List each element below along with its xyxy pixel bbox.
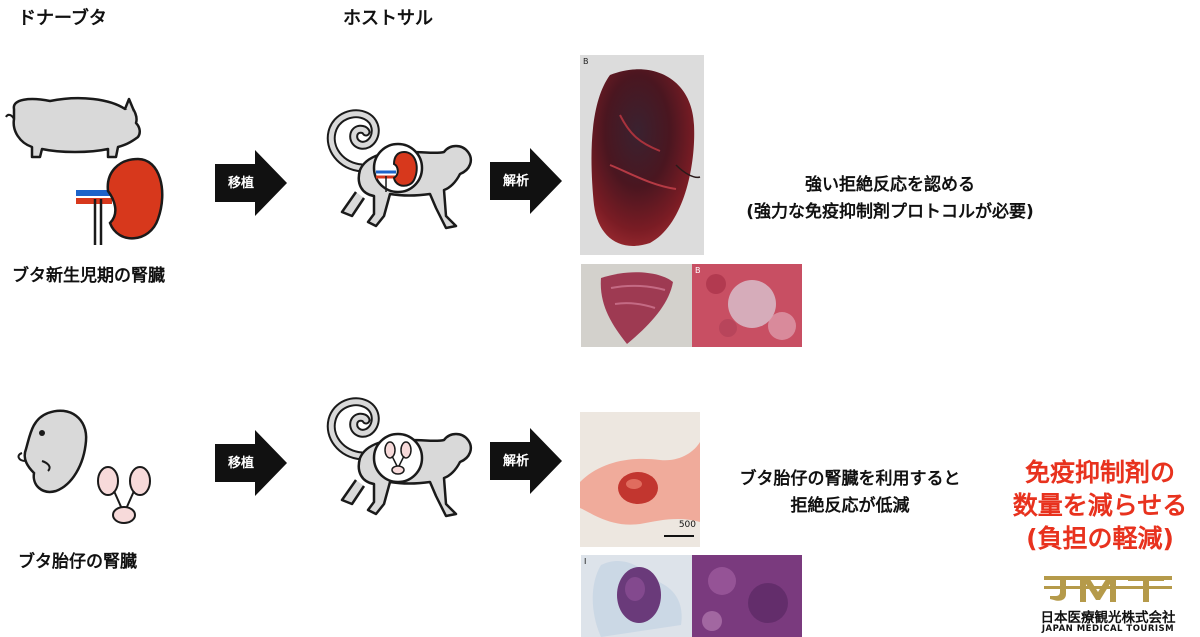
implanted-kidney-icon	[376, 150, 418, 192]
result-line-1: 強い拒絶反応を認める	[805, 175, 975, 195]
conclusion-line-1: 免疫抑制剤の	[1024, 458, 1175, 487]
fetal-kidney-label: ブタ胎仔の腎臓	[18, 552, 137, 572]
host-monkey-header: ホストサル	[343, 8, 433, 29]
result-line-1: ブタ胎仔の腎臓を利用すると	[739, 469, 961, 489]
fetal-kidney-graft-photo: 500	[580, 412, 700, 547]
strong-rejection-result: 強い拒絶反応を認める (強力な免疫抑制剤プロトコルが必要)	[690, 172, 1090, 226]
transplant-label-top: 移植	[227, 176, 254, 191]
fetal-histology-microscope-photo	[692, 555, 802, 637]
histology-section-photo	[581, 264, 692, 347]
donor-pig-header: ドナーブタ	[18, 8, 107, 29]
immunosuppressant-reduction-conclusion: 免疫抑制剤の 数量を減らせる (負担の軽減)	[1000, 456, 1200, 555]
result-line-2: (強力な免疫抑制剤プロトコルが必要)	[746, 202, 1034, 222]
reduced-rejection-result: ブタ胎仔の腎臓を利用すると 拒絶反応が低減	[705, 466, 995, 520]
conclusion-line-2: 数量を減らせる	[1012, 491, 1188, 520]
jmt-logo-mark	[1044, 576, 1172, 602]
neonatal-kidney-icon	[76, 157, 164, 245]
transplant-arrow-top	[215, 150, 287, 216]
photo-panel-letter-small: B	[695, 266, 701, 275]
photo-panel-letter: B	[583, 57, 589, 66]
kidney-window-circle	[372, 432, 424, 484]
pig-fetus-icon	[17, 409, 88, 494]
photo-panel-letter-bottom: I	[584, 557, 587, 566]
fetal-kidney-icon	[97, 466, 151, 524]
jmt-company-name: 日本医療観光株式会社	[1040, 610, 1176, 626]
rejected-kidney-photo: B	[580, 55, 704, 255]
analysis-arrow-bottom	[490, 428, 562, 494]
analysis-arrow-top	[490, 148, 562, 214]
result-line-2: 拒絶反応が低減	[790, 496, 910, 516]
analysis-label-top: 解析	[502, 174, 529, 189]
neonatal-kidney-label: ブタ新生児期の腎臓	[12, 266, 165, 286]
scale-bar-label: 500	[678, 520, 696, 530]
fetal-histology-section-photo: I	[581, 555, 692, 637]
pig-fetus-with-kidney-illustration	[17, 409, 151, 524]
implanted-fetal-kidney-icon	[384, 441, 412, 475]
pig-with-kidney-illustration	[5, 96, 164, 245]
histology-microscope-photo-top: B	[692, 264, 802, 347]
pig-icon	[5, 96, 141, 159]
jmt-logo: 日本医療観光株式会社 JAPAN MEDICAL TOURISM	[1020, 572, 1196, 636]
transplant-label-bottom: 移植	[227, 456, 254, 471]
conclusion-line-3: (負担の軽減)	[1026, 524, 1174, 553]
analysis-label-bottom: 解析	[502, 454, 529, 469]
host-monkey-with-fetal-kidney-illustration	[326, 397, 472, 518]
host-monkey-with-kidney-illustration	[326, 109, 472, 230]
transplant-arrow-bottom	[215, 430, 287, 496]
jmt-english-name: JAPAN MEDICAL TOURISM	[1041, 624, 1175, 634]
